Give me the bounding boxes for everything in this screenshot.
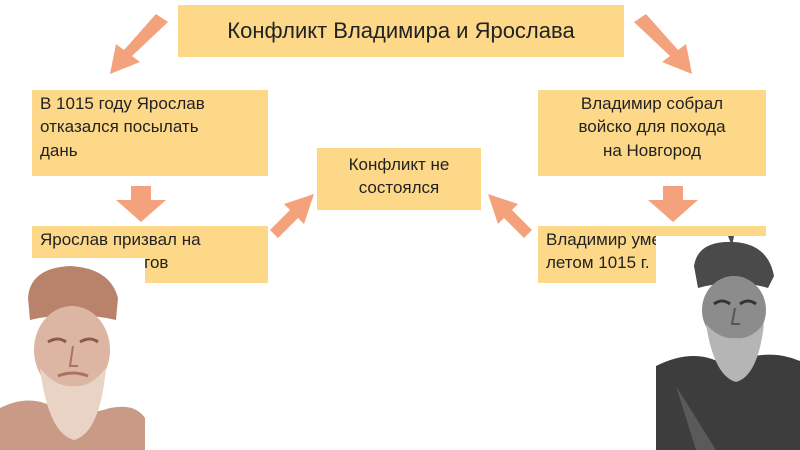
- box-line: летом 1015 г.: [546, 253, 650, 273]
- box-line: на Новгород: [602, 140, 702, 160]
- vladimir-statue-portrait: [656, 236, 800, 450]
- box-line: отказался посылать: [40, 117, 199, 137]
- arrow-right-to-center: [488, 194, 532, 238]
- yaroslav-bust-portrait: [0, 258, 145, 450]
- box-line: войско для похода: [578, 117, 726, 137]
- arrow-title-to-right: [634, 14, 692, 74]
- box-vladimir-gathered-army: Владимир собрал войско для похода на Нов…: [538, 90, 766, 176]
- box-line: Ярослав призвал на: [40, 230, 201, 249]
- diagram-title: Конфликт Владимира и Ярослава: [227, 17, 575, 43]
- box-conflict-did-not-happen: Конфликт не состоялся: [317, 148, 481, 210]
- arrow-title-to-left: [110, 14, 168, 74]
- arrow-left-to-center: [270, 194, 314, 238]
- box-line: Владимир собрал: [580, 94, 724, 113]
- arrow-left-down: [116, 186, 166, 222]
- arrow-right-down: [648, 186, 698, 222]
- box-line: Конфликт не: [348, 155, 450, 174]
- box-yaroslav-refused-tribute: В 1015 году Ярослав отказался посылать д…: [32, 90, 268, 176]
- box-line: дань: [40, 140, 78, 160]
- box-line: Владимир умер: [546, 230, 671, 249]
- diagram-title-box: Конфликт Владимира и Ярослава: [178, 5, 624, 57]
- box-line: В 1015 году Ярослав: [40, 94, 205, 113]
- box-line: состоялся: [358, 178, 440, 198]
